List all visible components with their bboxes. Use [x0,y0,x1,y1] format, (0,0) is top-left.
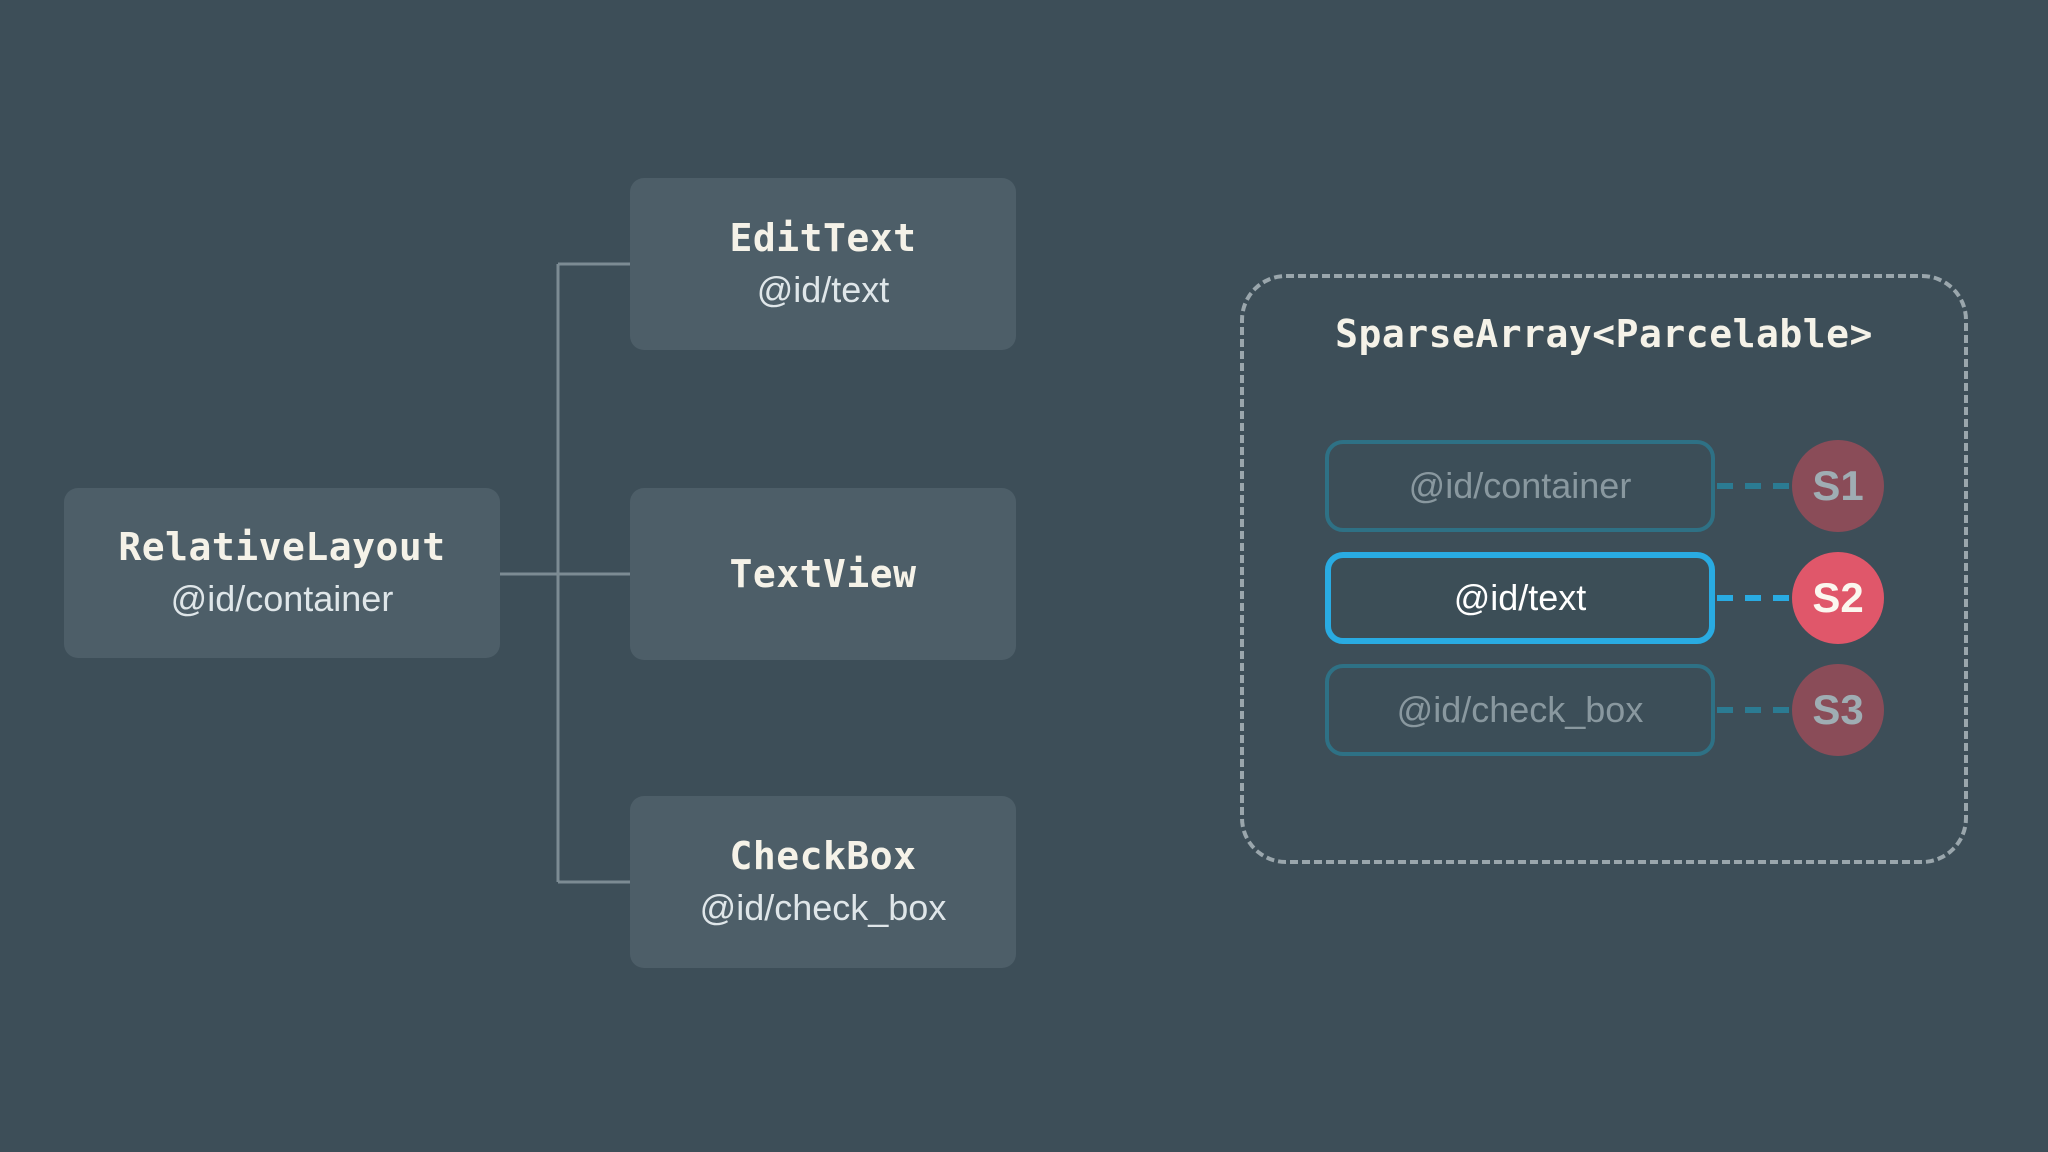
sparse-connector-s2 [1717,595,1795,601]
sparse-row-text[interactable]: @id/text [1325,552,1715,644]
sparse-row-container[interactable]: @id/container [1325,440,1715,532]
sparse-row-label: @id/check_box [1396,689,1644,730]
sparse-row-label: @id/text [1453,577,1587,618]
tree-node-class-name: TextView [729,551,917,596]
tree-node-textview[interactable]: TextView [630,488,1016,660]
tree-node-class-name: RelativeLayout [118,525,446,570]
tree-node-id: @id/text [756,268,890,310]
sparse-slot-badge-s2[interactable]: S2 [1792,552,1884,644]
sparse-slot-badge-s3[interactable]: S3 [1792,664,1884,756]
tree-node-class-name: CheckBox [729,834,917,879]
tree-node-checkbox[interactable]: CheckBox @id/check_box [630,796,1016,968]
sparse-array-title: SparseArray<Parcelable> [1335,312,1873,356]
sparse-row-label: @id/container [1408,465,1632,506]
tree-node-relativelayout[interactable]: RelativeLayout @id/container [64,488,500,658]
tree-node-class-name: EditText [729,216,917,261]
sparse-slot-label: S1 [1812,462,1864,509]
sparse-slot-badge-s1[interactable]: S1 [1792,440,1884,532]
sparse-slot-label: S3 [1812,686,1864,733]
tree-node-edittext[interactable]: EditText @id/text [630,178,1016,350]
sparse-row-check-box[interactable]: @id/check_box [1325,664,1715,756]
sparse-connector-s3 [1717,707,1795,713]
sparse-connector-s1 [1717,483,1795,489]
sparse-slot-label: S2 [1812,574,1864,621]
sparse-array-panel [1240,274,1968,864]
tree-node-id: @id/check_box [699,886,947,928]
tree-node-id: @id/container [170,577,394,619]
